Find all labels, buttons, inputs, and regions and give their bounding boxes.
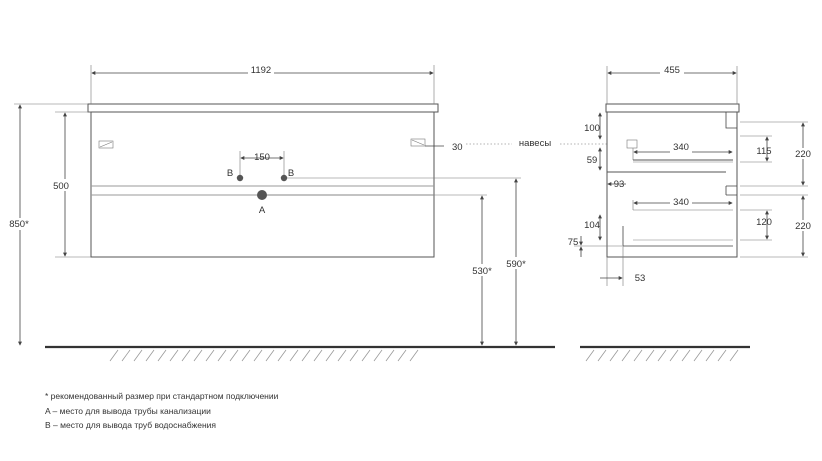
cabinet-body-side (606, 111, 738, 258)
dim-115: 115 (756, 146, 771, 157)
countertop-front (87, 103, 439, 113)
door-profile-side (725, 112, 737, 196)
dim-width-front: 1192 (251, 65, 271, 76)
dim-75: 75 (568, 237, 579, 248)
supply-point-left (236, 174, 244, 182)
cabinet-body-front (90, 111, 435, 258)
floor-hatch-front (109, 349, 419, 362)
dim-104: 104 (584, 220, 600, 231)
side-view: 455 100 340 59 115 220 93 340 104 (568, 64, 816, 362)
supply-point-right (280, 174, 288, 182)
note-recommended: * рекомендованный размер при стандартном… (45, 391, 279, 401)
dim-100: 100 (584, 123, 600, 134)
note-waste: A – место для вывода трубы канализации (45, 405, 211, 416)
drawer-top-side (626, 139, 733, 163)
dim-120: 120 (756, 217, 772, 228)
waste-point (257, 190, 267, 200)
dim-220-top: 220 (795, 149, 811, 160)
dim-hinge-offset: 30 (452, 142, 463, 153)
notes: * рекомендованный размер при стандартном… (45, 389, 278, 433)
dim-depth: 455 (664, 65, 680, 76)
dim-supply-height: 590* (506, 259, 526, 270)
hinge-left (98, 140, 114, 149)
dim-220-bottom: 220 (795, 221, 811, 232)
dim-340-bottom: 340 (673, 197, 689, 208)
label-a: A (259, 205, 266, 216)
dim-93: 93 (614, 179, 625, 190)
dim-total-height: 850* (9, 219, 29, 230)
countertop-side (605, 103, 740, 113)
label-b-right: B (288, 168, 294, 179)
floor-hatch-side (585, 349, 739, 362)
dim-pipe-spacing: 150 (254, 152, 270, 163)
hinge-right (410, 138, 426, 147)
dim-59: 59 (587, 155, 598, 166)
dim-body-height: 500 (53, 181, 69, 192)
dim-340-top: 340 (673, 142, 689, 153)
label-b-left: B (227, 168, 233, 179)
dim-53: 53 (635, 273, 646, 284)
dim-waste-height: 530* (472, 266, 492, 277)
front-view: 1192 500 850* 150 B B A 530* (5, 64, 555, 362)
note-supply: B – место для вывода труб водоснабжения (45, 420, 216, 430)
hinges-label: навесы (519, 138, 552, 149)
